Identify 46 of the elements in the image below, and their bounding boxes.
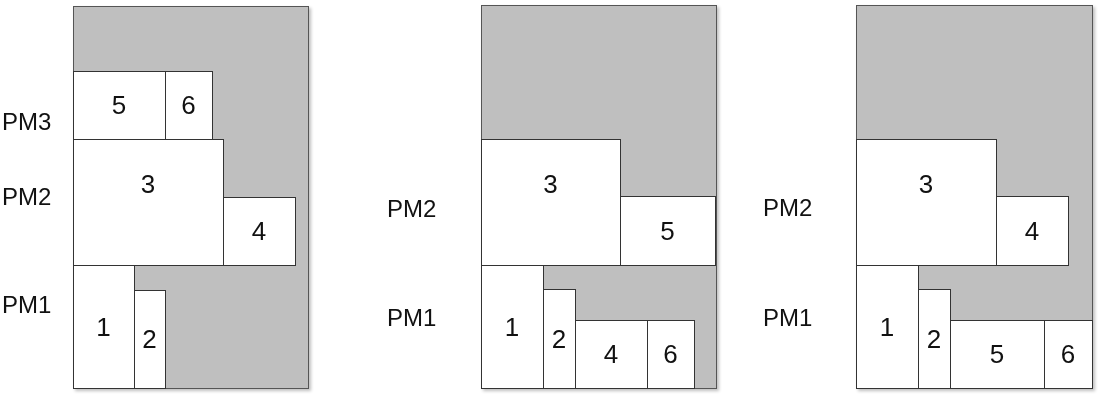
item-box <box>855 264 919 389</box>
item-box <box>72 138 224 266</box>
item-number: 3 <box>140 171 156 197</box>
item-box <box>855 138 997 266</box>
item-number: 6 <box>181 92 196 118</box>
server-panel <box>481 5 717 389</box>
item-number: 1 <box>504 313 520 340</box>
item-box <box>542 288 576 389</box>
item-box <box>133 289 166 389</box>
item-number: 4 <box>603 341 619 367</box>
item-number: 2 <box>551 325 567 352</box>
item-number: 3 <box>543 171 558 197</box>
item-number: 1 <box>96 313 111 340</box>
item-box <box>949 319 1045 389</box>
item-box <box>164 70 213 140</box>
server-panel <box>856 5 1093 389</box>
item-box <box>917 288 951 389</box>
item-number: 1 <box>879 313 895 340</box>
item-box <box>222 196 296 266</box>
item-number: 5 <box>111 92 127 118</box>
item-number: 5 <box>660 217 675 244</box>
item-box <box>995 195 1069 266</box>
item-box <box>72 70 166 140</box>
row-label: PM2 <box>763 196 813 220</box>
row-label: PM1 <box>763 306 813 330</box>
row-label: PM2 <box>2 185 52 209</box>
item-box <box>72 264 135 389</box>
item-number: 6 <box>1060 341 1076 367</box>
server-panel <box>73 6 309 389</box>
item-number: 4 <box>251 218 267 244</box>
item-number: 2 <box>142 326 157 352</box>
item-number: 5 <box>989 341 1005 367</box>
row-label: PM1 <box>2 293 52 317</box>
item-box <box>646 319 695 389</box>
item-number: 3 <box>918 171 934 197</box>
row-label: PM2 <box>387 197 437 221</box>
item-box <box>480 138 621 266</box>
item-number: 6 <box>663 341 678 367</box>
item-number: 4 <box>1024 217 1040 244</box>
item-box <box>574 319 648 389</box>
item-box <box>480 264 544 389</box>
item-box <box>1043 319 1093 389</box>
item-number: 2 <box>926 325 942 352</box>
item-box <box>619 195 716 266</box>
row-label: PM1 <box>387 306 437 330</box>
row-label: PM3 <box>2 110 52 134</box>
